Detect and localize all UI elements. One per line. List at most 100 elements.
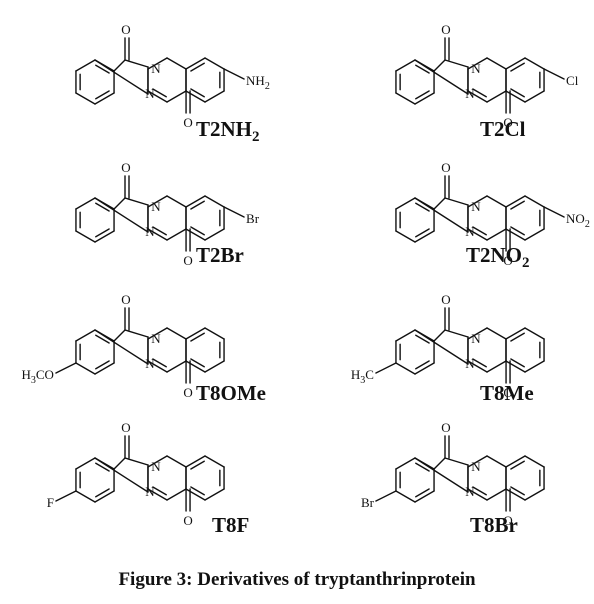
- benzene-right-bond: [204, 195, 225, 208]
- benzene-right-bond: [185, 90, 206, 103]
- benzene-right-double-bond: [190, 200, 205, 210]
- benzene-right-bond: [204, 488, 225, 501]
- figure-caption: Figure 3: Derivatives of tryptanthrinpro…: [118, 569, 476, 590]
- substituent-bond: [223, 206, 245, 218]
- five-ring-bond: [414, 197, 469, 233]
- benzene-right-double-bond: [510, 486, 525, 496]
- pyrimidine-ring-double-bond: [152, 486, 167, 496]
- benzene-right-bond: [185, 57, 206, 70]
- substituent-bond: [543, 206, 565, 218]
- pyrimidine-ring-bond: [147, 455, 168, 468]
- benzene-left-double-bond: [95, 202, 110, 212]
- substituent-rest: C: [365, 367, 374, 382]
- nitrogen-atom: N: [465, 484, 475, 499]
- benzene-right-bond: [185, 195, 206, 208]
- compound-label-subscript: 2: [522, 255, 530, 271]
- oxygen-atom: O: [121, 292, 130, 307]
- pyrimidine-ring-bond: [166, 327, 187, 340]
- benzene-left-bond: [395, 362, 416, 375]
- benzene-right-bond: [505, 488, 526, 501]
- benzene-left-bond: [75, 92, 96, 105]
- nitrogen-atom: N: [465, 224, 475, 239]
- benzene-left-bond: [395, 230, 416, 243]
- nitrogen-atom: N: [151, 459, 161, 474]
- benzene-right-double-bond: [190, 332, 205, 342]
- compound-label: T2NO2: [466, 243, 530, 271]
- compound-label: T2NH2: [196, 117, 260, 145]
- benzene-left-bond: [395, 457, 416, 470]
- nitrogen-atom: N: [471, 331, 481, 346]
- benzene-right-bond: [524, 228, 545, 241]
- pyrimidine-ring-bond: [166, 360, 187, 373]
- nitrogen-atom: N: [465, 86, 475, 101]
- benzene-right-double-bond: [190, 460, 205, 470]
- benzene-left-bond: [414, 92, 435, 105]
- compound-label: T8Br: [470, 513, 518, 537]
- substituent-subscript: 2: [265, 81, 270, 92]
- benzene-left-double-bond: [415, 360, 430, 370]
- benzene-right-bond: [524, 455, 545, 468]
- nitrogen-atom: N: [145, 356, 155, 371]
- substituent-subscript: 2: [585, 219, 590, 230]
- pyrimidine-ring-bond: [467, 455, 488, 468]
- five-ring-bond: [444, 197, 469, 206]
- substituent-bond: [223, 68, 245, 80]
- benzene-left-double-bond: [415, 334, 430, 344]
- pyrimidine-ring-bond: [486, 455, 507, 468]
- benzene-left-double-bond: [415, 228, 430, 238]
- benzene-right-bond: [185, 228, 206, 241]
- benzene-left-double-bond: [95, 90, 110, 100]
- compound-label: T8Me: [480, 381, 534, 405]
- benzene-left-bond: [395, 197, 416, 210]
- five-ring-bond: [444, 457, 469, 466]
- pyrimidine-ring-bond: [467, 327, 488, 340]
- benzene-right-double-bond: [510, 332, 525, 342]
- pyrimidine-ring-bond: [486, 360, 507, 373]
- oxygen-atom: O: [183, 253, 192, 268]
- benzene-right-bond: [524, 360, 545, 373]
- nitrogen-atom: N: [145, 86, 155, 101]
- substituent-label: NH2: [246, 73, 270, 92]
- benzene-right-double-bond: [190, 88, 205, 98]
- five-ring-bond: [433, 329, 446, 342]
- five-ring-bond: [414, 329, 469, 365]
- pyrimidine-ring-bond: [147, 327, 168, 340]
- benzene-left-bond: [75, 59, 96, 72]
- oxygen-atom: O: [183, 513, 192, 528]
- nitrogen-atom: N: [471, 459, 481, 474]
- benzene-left-bond: [395, 59, 416, 72]
- benzene-right-bond: [204, 327, 225, 340]
- pyrimidine-ring-bond: [467, 228, 488, 241]
- five-ring-bond: [94, 457, 149, 493]
- benzene-right-bond: [505, 90, 526, 103]
- benzene-left-double-bond: [95, 360, 110, 370]
- pyrimidine-ring-double-bond: [472, 486, 487, 496]
- nitrogen-atom: N: [151, 331, 161, 346]
- benzene-right-bond: [185, 455, 206, 468]
- oxygen-atom: O: [183, 115, 192, 130]
- oxygen-atom: O: [441, 22, 450, 37]
- compound-label: T2Br: [196, 243, 244, 267]
- benzene-right-double-bond: [510, 358, 525, 368]
- benzene-left-double-bond: [415, 462, 430, 472]
- pyrimidine-ring-bond: [467, 360, 488, 373]
- pyrimidine-ring-bond: [147, 57, 168, 70]
- pyrimidine-ring-bond: [147, 195, 168, 208]
- benzene-left-double-bond: [95, 228, 110, 238]
- pyrimidine-ring-bond: [166, 488, 187, 501]
- benzene-left-bond: [94, 362, 115, 375]
- benzene-left-bond: [75, 362, 96, 375]
- five-ring-bond: [94, 329, 149, 365]
- pyrimidine-ring-bond: [166, 228, 187, 241]
- benzene-right-bond: [185, 327, 206, 340]
- pyrimidine-ring-double-bond: [152, 88, 167, 98]
- benzene-right-bond: [204, 57, 225, 70]
- benzene-right-bond: [524, 488, 545, 501]
- benzene-left-double-bond: [95, 488, 110, 498]
- pyrimidine-ring-bond: [467, 195, 488, 208]
